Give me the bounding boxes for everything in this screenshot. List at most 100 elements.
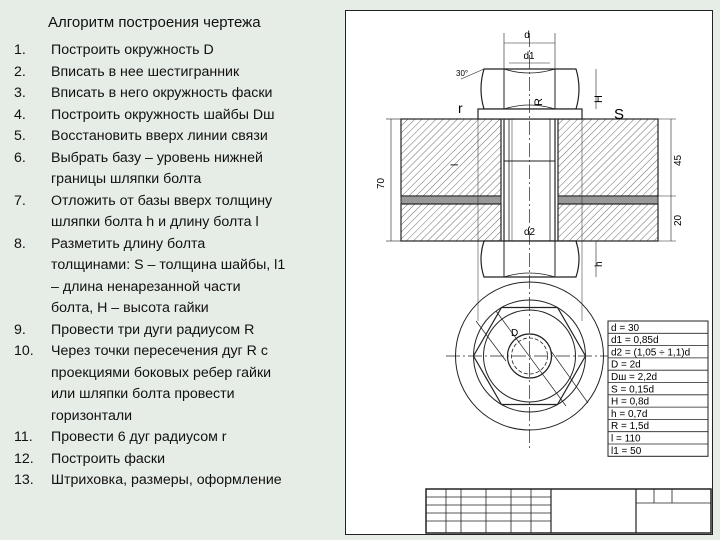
step-text: Вписать в нее шестигранник bbox=[51, 62, 339, 84]
step-number: 13. bbox=[14, 472, 34, 488]
dimension-d1: d1 bbox=[509, 51, 550, 64]
washer-S-label: S bbox=[614, 106, 624, 123]
dim-d1-label: d1 bbox=[523, 51, 535, 62]
step-text: Провести три дуги радиусом R bbox=[51, 320, 339, 342]
step-text-line: Провести 6 дуг радиусом r bbox=[51, 429, 227, 445]
step-text-line: проекциями боковых ребер гайки bbox=[51, 364, 272, 381]
diameter-D-label: D bbox=[511, 328, 518, 339]
step-number: 7. bbox=[14, 192, 26, 209]
step-text-line: или шляпки болта провести bbox=[51, 386, 235, 402]
washer bbox=[477, 108, 583, 120]
step-text-line: Штриховка, размеры, оформление bbox=[51, 472, 282, 488]
parameter-row: h = 0,7d bbox=[611, 409, 647, 420]
dim-45-label: 45 bbox=[673, 154, 684, 166]
step-text: Выбрать базу – уровень нижней границы шля… bbox=[51, 148, 339, 191]
step-text-line: болта, H – высота гайки bbox=[51, 300, 209, 316]
step-number: 5. bbox=[14, 128, 26, 144]
step-number: 4. bbox=[14, 106, 26, 123]
step-text: Отложить от базы вверх толщину шляпки бол… bbox=[51, 191, 339, 234]
algorithm-title: Алгоритм построения чертежа bbox=[48, 14, 261, 31]
step-text: Построить окружность D bbox=[51, 40, 339, 62]
top-view bbox=[446, 281, 614, 431]
length-l-label: l bbox=[450, 164, 461, 166]
step-text-line: Вписать в него окружность фаски bbox=[51, 85, 273, 101]
step-number: 11. bbox=[14, 429, 33, 445]
step-text-line: Восстановить вверх линии связи bbox=[51, 128, 268, 144]
algorithm-step: 4. Построить окружность шайбы Dш bbox=[14, 105, 339, 127]
algorithm-step: 5. Восстановить вверх линии связи bbox=[14, 126, 339, 148]
step-text-line: – длина ненарезанной части bbox=[51, 278, 241, 295]
step-text-line: Построить фаски bbox=[51, 450, 166, 467]
step-number: 6. bbox=[14, 149, 26, 166]
parameter-row: D = 2d bbox=[611, 360, 641, 371]
parameter-row: H = 0,8d bbox=[611, 397, 649, 408]
step-text-line: Через точки пересечения дуг R с bbox=[51, 343, 268, 359]
step-text-line: границы шляпки болта bbox=[51, 171, 202, 187]
dimension-45-20: 45 20 bbox=[658, 118, 684, 242]
step-number: 1. bbox=[14, 42, 26, 58]
parameter-row: R = 1,5d bbox=[611, 421, 649, 432]
parameter-row: d = 30 bbox=[611, 323, 640, 334]
drawing-sheet: d d1 30° r R H S 70 45 20 l bbox=[345, 10, 713, 535]
parameter-row: Dш = 2,2d bbox=[611, 372, 657, 383]
height-H-label: H bbox=[593, 95, 605, 103]
step-text-line: Отложить от базы вверх толщину bbox=[51, 192, 273, 209]
step-text-line: толщинами: S – толщина шайбы, l1 bbox=[51, 257, 286, 273]
step-text: Штриховка, размеры, оформление bbox=[51, 470, 339, 492]
algorithm-step: 8. Разметить длину болта толщинами: S – то… bbox=[14, 234, 339, 320]
step-text: Восстановить вверх линии связи bbox=[51, 126, 339, 148]
algorithm-step: 2. Вписать в нее шестигранник bbox=[14, 62, 339, 84]
algorithm-step: 13. Штриховка, размеры, оформление bbox=[14, 470, 339, 492]
radius-r-label: r bbox=[458, 100, 463, 116]
step-text-line: горизонтали bbox=[51, 407, 133, 424]
parameter-row: l1 = 50 bbox=[611, 446, 642, 457]
step-number: 12. bbox=[14, 450, 34, 467]
step-text-line: шляпки болта h и длину болта l bbox=[51, 214, 259, 230]
head-h-label: h bbox=[594, 261, 605, 267]
step-text-line: Вписать в нее шестигранник bbox=[51, 63, 240, 80]
step-text-line: Провести три дуги радиусом R bbox=[51, 321, 255, 338]
parameter-row: d1 = 0,85d bbox=[611, 335, 659, 346]
step-number: 2. bbox=[14, 63, 26, 80]
dim-70-label: 70 bbox=[376, 177, 387, 189]
bolt-drawing: d d1 30° r R H S 70 45 20 l bbox=[376, 30, 712, 534]
parameter-row: l = 110 bbox=[611, 434, 641, 445]
upper-plate bbox=[400, 118, 659, 197]
dim-d-label: d bbox=[524, 30, 530, 41]
dimension-d: d bbox=[503, 30, 556, 69]
step-text-line: Разметить длину болта bbox=[51, 235, 206, 252]
step-number: 9. bbox=[14, 321, 26, 338]
nut-top bbox=[480, 68, 580, 110]
step-text: Разметить длину болта толщинами: S – толщ… bbox=[51, 234, 339, 320]
step-text: Через точки пересечения дуг R с проекциям… bbox=[51, 341, 339, 427]
algorithm-step: 6. Выбрать базу – уровень нижней границы ш… bbox=[14, 148, 339, 191]
step-text: Построить фаски bbox=[51, 449, 339, 471]
step-text-line: Построить окружность шайбы Dш bbox=[51, 106, 275, 123]
dimension-70: 70 bbox=[376, 118, 401, 242]
dim-d2-label: d2 bbox=[524, 227, 536, 238]
step-text-line: Выбрать базу – уровень нижней bbox=[51, 149, 263, 166]
lower-plate bbox=[400, 203, 659, 242]
step-text: Построить окружность шайбы Dш bbox=[51, 105, 339, 127]
algorithm-step: 12. Построить фаски bbox=[14, 449, 339, 471]
title-block bbox=[425, 488, 712, 534]
algorithm-step: 9. Провести три дуги радиусом R bbox=[14, 320, 339, 342]
step-text-line: Построить окружность D bbox=[51, 42, 214, 58]
radius-R-label: R bbox=[533, 98, 545, 106]
algorithm-step: 7. Отложить от базы вверх толщину шляпки б… bbox=[14, 191, 339, 234]
algorithm-step: 10. Через точки пересечения дуг R с проекц… bbox=[14, 341, 339, 427]
algorithm-steps-list: 1. Построить окружность D 2. Вписать в нее … bbox=[14, 40, 339, 492]
dim-20-label: 20 bbox=[673, 214, 684, 226]
angle-label: 30° bbox=[456, 69, 468, 78]
algorithm-step: 3. Вписать в него окружность фаски bbox=[14, 83, 339, 105]
step-text: Провести 6 дуг радиусом r bbox=[51, 427, 339, 449]
step-number: 10. bbox=[14, 343, 34, 359]
step-number: 8. bbox=[14, 235, 26, 252]
algorithm-step: 11. Провести 6 дуг радиусом r bbox=[14, 427, 339, 449]
algorithm-panel: Алгоритм построения чертежа 1. Построить … bbox=[0, 0, 345, 540]
parameter-row: S = 0,15d bbox=[611, 384, 654, 395]
parameter-row: d2 = (1,05 ÷ 1,1)d bbox=[611, 347, 690, 358]
algorithm-step: 1. Построить окружность D bbox=[14, 40, 339, 62]
step-number: 3. bbox=[14, 85, 26, 101]
